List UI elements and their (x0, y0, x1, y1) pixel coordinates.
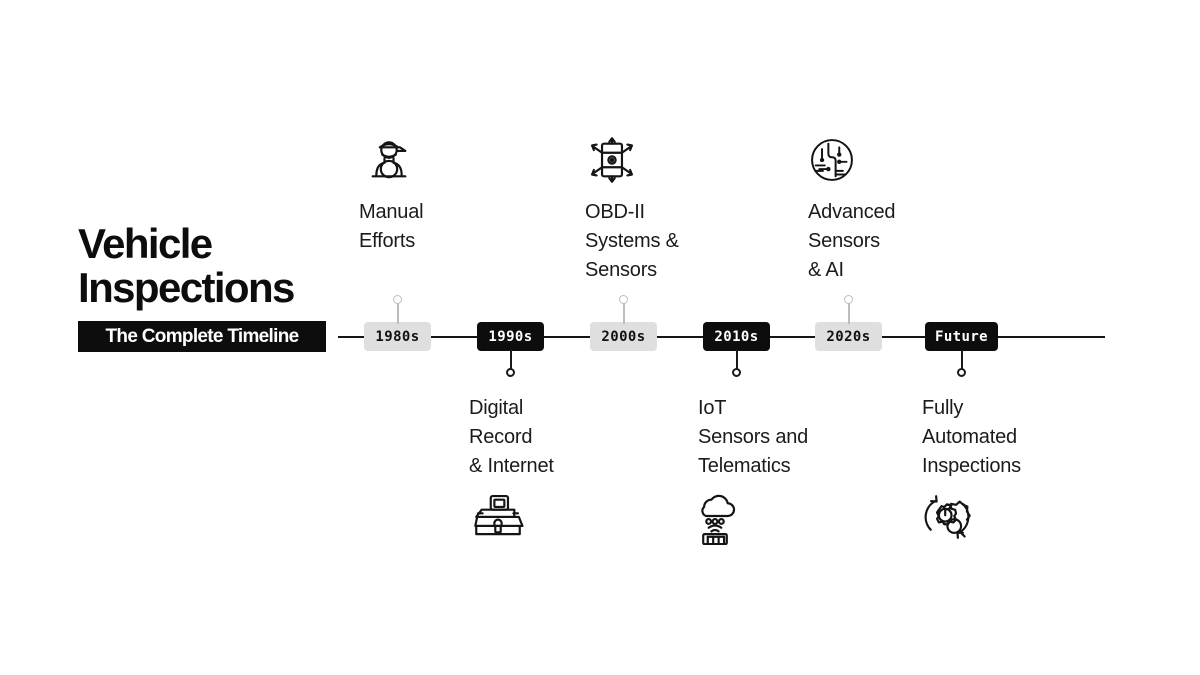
event-heading-1990s: Digital Record & Internet (469, 397, 554, 477)
subtitle-banner: The Complete Timeline (78, 321, 326, 352)
desktop-computer-icon (469, 487, 527, 545)
subtitle-text: The Complete Timeline (105, 326, 300, 347)
milestone-pill-future[interactable]: Future (925, 322, 998, 351)
milestone-pill-1990s[interactable]: 1990s (477, 322, 544, 351)
milestone-label-2000s: 2000s (601, 328, 646, 345)
milestone-label-1990s: 1990s (488, 328, 533, 345)
event-heading-2010s: IoT Sensors and Telematics (698, 397, 809, 477)
milestone-label-future: Future (935, 328, 988, 345)
milestone-pill-2000s[interactable]: 2000s (590, 322, 657, 351)
connector-stem-1980s (396, 300, 399, 324)
milestone-label-1980s: 1980s (375, 328, 420, 345)
event-heading-future: Fully Automated Inspections (922, 397, 1021, 477)
connector-stem-1990s (509, 350, 512, 372)
milestone-pill-1980s[interactable]: 1980s (364, 322, 431, 351)
connector-stem-2020s (847, 300, 850, 324)
connector-stem-2010s (735, 350, 738, 372)
connector-dot-2000s (619, 295, 628, 304)
milestone-label-2010s: 2010s (714, 328, 759, 345)
milestone-pill-2020s[interactable]: 2020s (815, 322, 882, 351)
event-heading-1980s: Manual Efforts (359, 201, 424, 252)
ai-circuit-chip-icon (803, 131, 861, 189)
connector-dot-1980s (393, 295, 402, 304)
connector-stem-2000s (622, 300, 625, 324)
mechanic-steering-wheel-icon (360, 131, 418, 189)
event-heading-2000s: OBD-II Systems & Sensors (585, 201, 679, 281)
connector-stem-future (960, 350, 963, 372)
connector-dot-1990s (506, 368, 515, 377)
event-heading-2020s: Advanced Sensors & AI (808, 201, 896, 281)
milestone-label-2020s: 2020s (826, 328, 871, 345)
page-title: Vehicle Inspections (78, 222, 338, 310)
title-line-2: Inspections (78, 264, 295, 311)
milestone-pill-2010s[interactable]: 2010s (703, 322, 770, 351)
connector-dot-future (957, 368, 966, 377)
obd-connector-icon (583, 131, 641, 189)
cloud-iot-sensor-icon (686, 487, 744, 545)
title-line-1: Vehicle (78, 220, 213, 267)
connector-dot-2020s (844, 295, 853, 304)
automated-gear-search-icon (918, 488, 976, 546)
connector-dot-2010s (732, 368, 741, 377)
